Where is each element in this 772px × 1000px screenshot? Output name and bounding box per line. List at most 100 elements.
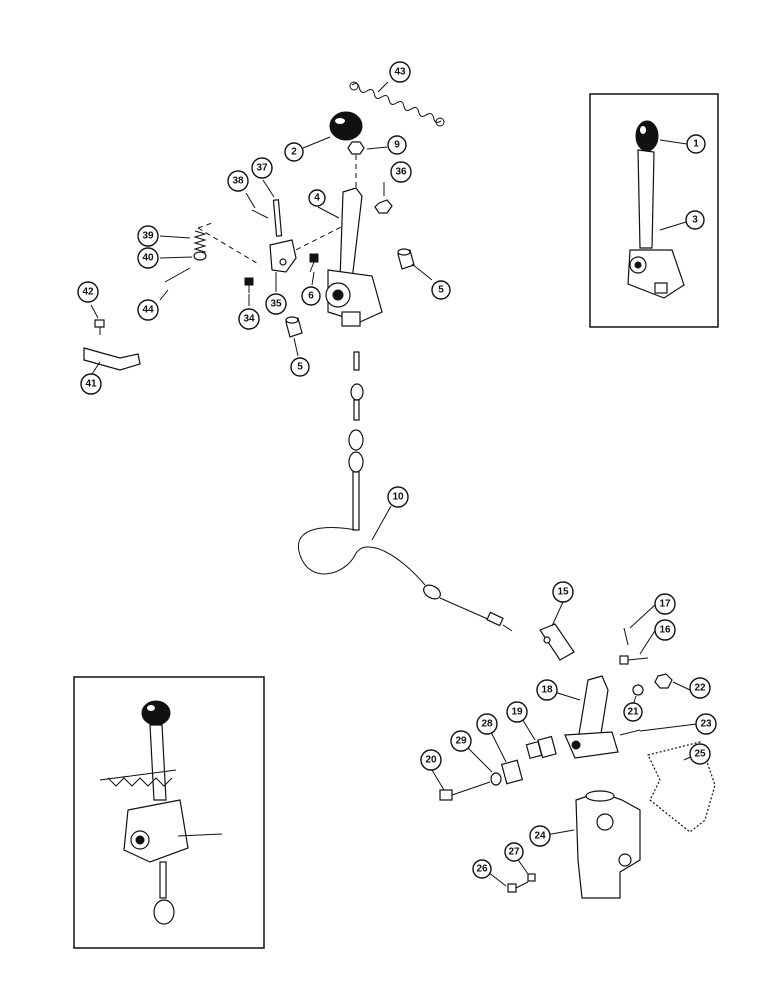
svg-text:44: 44 [142, 305, 154, 316]
pin-44 [164, 267, 191, 283]
callout-1: 1 [686, 134, 706, 154]
bolt-16 [619, 655, 649, 665]
pin-37 [272, 199, 283, 237]
inset-box-lever-assembly [589, 93, 719, 328]
callout-3: 3 [685, 210, 705, 230]
callout-19: 19 [506, 701, 528, 723]
callout-36: 36 [390, 161, 412, 183]
svg-text:29: 29 [455, 736, 467, 747]
svg-text:4: 4 [314, 193, 320, 204]
spring-39 [193, 230, 207, 256]
callout-44: 44 [137, 299, 159, 321]
plate-41 [83, 347, 141, 371]
svg-text:5: 5 [297, 362, 303, 373]
callout-34: 34 [238, 308, 260, 330]
nut-22 [654, 673, 673, 689]
svg-text:9: 9 [394, 140, 400, 151]
svg-text:6: 6 [308, 291, 314, 302]
callout-37: 37 [251, 157, 273, 179]
svg-text:23: 23 [700, 719, 712, 730]
callout-35: 35 [265, 293, 287, 315]
svg-text:35: 35 [270, 299, 282, 310]
bolt-6 [309, 253, 319, 273]
callout-42: 42 [77, 281, 99, 303]
callout-25: 25 [689, 743, 711, 765]
callout-43: 43 [389, 61, 411, 83]
svg-text:18: 18 [541, 685, 553, 696]
svg-text:3: 3 [692, 215, 698, 226]
pin-38 [251, 209, 269, 219]
svg-text:26: 26 [476, 864, 488, 875]
callout-10: 10 [387, 486, 409, 508]
svg-text:2: 2 [291, 147, 297, 158]
callout-40: 40 [137, 247, 159, 269]
svg-text:15: 15 [557, 587, 569, 598]
callout-22: 22 [689, 677, 711, 699]
callout-17: 17 [654, 593, 676, 615]
inset-assembled-view [99, 700, 223, 925]
nut-9 [347, 141, 365, 155]
svg-text:28: 28 [481, 719, 493, 730]
svg-text:41: 41 [85, 379, 97, 390]
svg-text:39: 39 [142, 231, 154, 242]
spring-43 [349, 81, 445, 127]
callout-21: 21 [623, 702, 643, 722]
svg-text:27: 27 [508, 847, 520, 858]
svg-text:34: 34 [243, 314, 255, 325]
svg-text:42: 42 [82, 287, 94, 298]
svg-text:20: 20 [425, 755, 437, 766]
callout-29: 29 [450, 730, 472, 752]
bracket-35 [269, 239, 297, 273]
svg-text:25: 25 [694, 749, 706, 760]
lever-18 [564, 675, 619, 759]
washer-40 [193, 251, 207, 261]
bolt-26 [507, 881, 529, 893]
callout-41: 41 [80, 373, 102, 395]
callout-24: 24 [529, 825, 551, 847]
svg-text:24: 24 [534, 831, 546, 842]
callout-9: 9 [387, 135, 407, 155]
callout-23: 23 [695, 713, 717, 735]
callout-6: 6 [301, 286, 321, 306]
callout-39: 39 [137, 225, 159, 247]
leader-lines [90, 81, 698, 887]
inset-box-assembled-view [73, 676, 265, 949]
cable-10 [297, 351, 513, 632]
callout-28: 28 [476, 713, 498, 735]
svg-text:5: 5 [438, 285, 444, 296]
screw-34 [244, 277, 254, 293]
svg-text:36: 36 [395, 167, 407, 178]
callout-16: 16 [654, 619, 676, 641]
svg-text:40: 40 [142, 253, 154, 264]
spacer-28 [500, 759, 524, 785]
callout-20: 20 [420, 749, 442, 771]
inset-lever-assembly [627, 120, 685, 299]
callout-26: 26 [472, 859, 492, 879]
pin-23 [619, 729, 641, 736]
callout-15: 15 [552, 581, 574, 603]
svg-text:1: 1 [693, 139, 699, 150]
svg-text:43: 43 [394, 67, 406, 78]
valve-body-24 [575, 790, 641, 899]
bushing-19 [525, 735, 557, 760]
callout-18: 18 [536, 679, 558, 701]
svg-text:22: 22 [694, 683, 706, 694]
svg-text:19: 19 [511, 707, 523, 718]
svg-text:16: 16 [659, 625, 671, 636]
callout-5-upper: 5 [431, 280, 451, 300]
svg-text:38: 38 [232, 176, 244, 187]
svg-text:10: 10 [392, 492, 404, 503]
callout-2: 2 [284, 142, 304, 162]
callout-5-lower: 5 [290, 357, 310, 377]
bushing-5-upper [397, 248, 415, 270]
nut-36 [374, 199, 393, 214]
svg-text:17: 17 [659, 599, 671, 610]
svg-text:21: 21 [627, 707, 639, 718]
bolt-20 [439, 781, 491, 801]
pin-17 [623, 627, 629, 646]
clevis-15 [539, 623, 575, 661]
callout-38: 38 [227, 170, 249, 192]
knob-2 [329, 111, 363, 141]
lever-4 [325, 187, 383, 327]
